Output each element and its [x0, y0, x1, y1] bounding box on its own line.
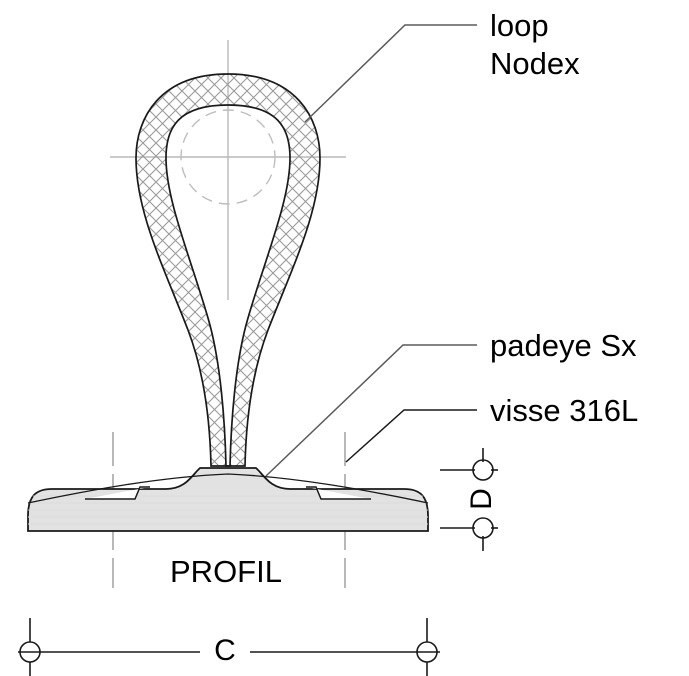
annotation-loop-nodex: loop Nodex — [304, 8, 580, 123]
dimension-c: C — [18, 618, 440, 676]
dim-c-label: C — [214, 634, 236, 667]
label-loop-nodex-line1: loop — [490, 8, 549, 43]
base-plate-shading — [28, 495, 428, 525]
leader-line-loop-nodex — [304, 24, 477, 123]
dim-d-label: D — [465, 488, 498, 510]
label-loop-nodex-line2: Nodex — [490, 46, 580, 81]
annotation-padeye-sx: padeye Sx — [265, 328, 637, 477]
padeye-base-plate — [27, 467, 429, 532]
dim-c-marker-left — [19, 641, 41, 663]
loop-hatch-fill — [120, 60, 340, 480]
loop-nodex-body — [120, 60, 340, 480]
dimension-d: D — [440, 448, 498, 551]
view-label-profil: PROFIL — [170, 554, 282, 589]
label-visse-316l: visse 316L — [490, 393, 638, 428]
dim-d-marker-bottom — [472, 517, 494, 539]
label-padeye-sx: padeye Sx — [490, 328, 637, 363]
screw-counterbore-left — [85, 486, 150, 500]
base-plate-dome-edge — [27, 473, 429, 504]
loop-inner-contour — [165, 104, 291, 467]
leader-line-visse-316l — [345, 409, 477, 463]
leader-line-padeye-sx — [265, 344, 477, 477]
dim-d-marker-top — [472, 459, 494, 481]
annotation-visse-316l: visse 316L — [345, 393, 638, 463]
dim-c-marker-right — [416, 641, 438, 663]
base-screw-centerlines — [112, 432, 346, 588]
screw-counterbore-right — [306, 486, 371, 500]
